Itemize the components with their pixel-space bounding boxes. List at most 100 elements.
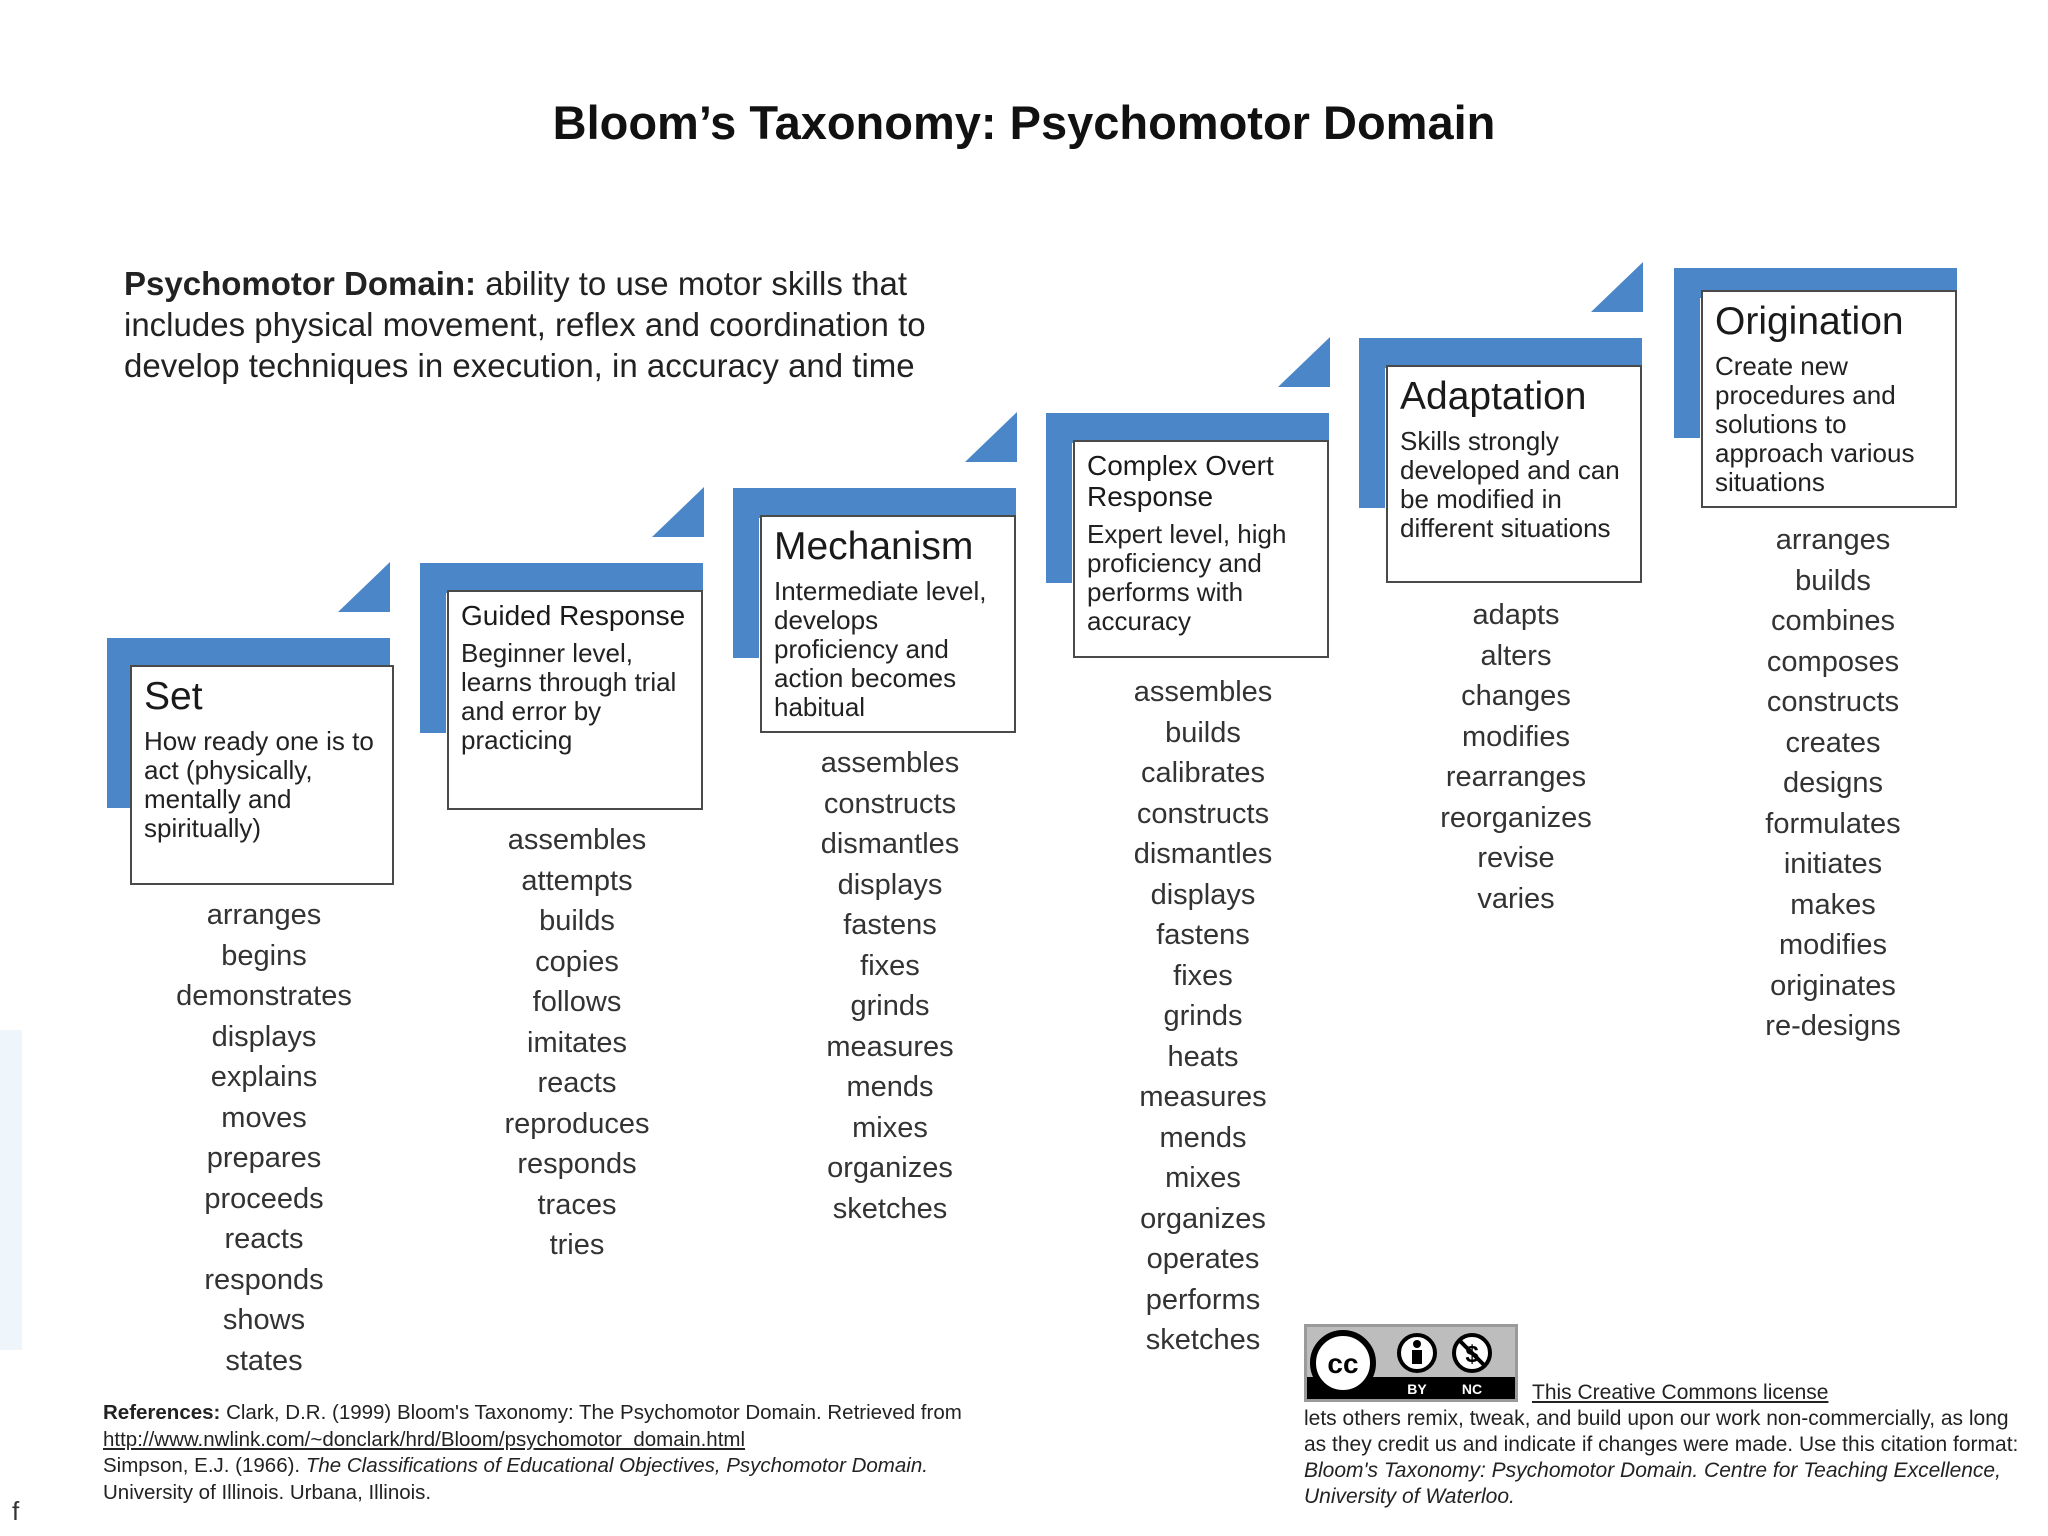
guided-response-bar-top [420, 563, 703, 593]
reference-simpson-title: The Classifications of Educational Objec… [305, 1454, 928, 1477]
complex-overt-response-bar-left [1046, 413, 1072, 583]
complex-overt-response-box: Complex Overt Response Expert level, hig… [1073, 440, 1329, 658]
license-link[interactable]: This Creative Commons license [1532, 1381, 1829, 1404]
verb: moves [221, 1101, 307, 1134]
verb: fixes [860, 949, 920, 982]
references-label: References: [103, 1401, 221, 1424]
complex-overt-response-description: Expert level, high proficiency and perfo… [1087, 519, 1287, 636]
mechanism-box: Mechanism Intermediate level, develops p… [760, 515, 1016, 733]
left-edge-strip [0, 1030, 22, 1350]
set-arrow [338, 562, 390, 612]
guided-response-bar-left [420, 563, 446, 733]
reference-clark: References: Clark, D.R. (1999) Bloom's T… [103, 1400, 1273, 1427]
verb: responds [517, 1148, 637, 1180]
adaptation-bar-top [1359, 338, 1642, 368]
verb: fixes [1173, 959, 1233, 992]
verb: calibrates [1140, 757, 1266, 789]
verb: modifies [1462, 720, 1570, 753]
verb: dismantles [1133, 838, 1273, 870]
origination-name: Origination [1715, 300, 1904, 343]
reference-clark-text: Clark, D.R. (1999) Bloom's Taxonomy: The… [220, 1401, 962, 1424]
guided-response-description: Beginner level, learns through trial and… [461, 638, 677, 755]
origination-box: Origination Create new procedures and so… [1701, 290, 1957, 508]
verb: fastens [1156, 919, 1250, 951]
verb: re-designs [1765, 1010, 1901, 1042]
references: References: Clark, D.R. (1999) Bloom's T… [103, 1400, 1273, 1506]
verb: mends [846, 1071, 934, 1103]
adaptation-verbs: adapts alters changes modifies rearrange… [1397, 595, 1635, 919]
verb: displays [211, 1020, 317, 1053]
verb: prepares [206, 1142, 322, 1174]
verb: states [225, 1344, 303, 1377]
license-text: This Creative Commons license lets other… [1304, 1380, 2034, 1510]
verb: demonstrates [176, 980, 352, 1012]
verb: revise [1477, 842, 1555, 874]
verb: displays [1150, 878, 1256, 911]
verb: reacts [537, 1067, 617, 1099]
verb: mends [1159, 1121, 1247, 1154]
verb: adapts [1472, 599, 1560, 631]
verb: begins [221, 939, 307, 972]
complex-overt-response-arrow [1278, 337, 1330, 387]
verb: reproduces [504, 1107, 650, 1140]
verb: makes [1790, 888, 1876, 921]
set-box: Set How ready one is to act (physically,… [130, 665, 394, 885]
verb: copies [535, 945, 619, 978]
verb: organizes [1140, 1202, 1266, 1235]
adaptation-box: Adaptation Skills strongly developed and… [1386, 365, 1642, 583]
creative-commons-badge: cc $ BY NC [1304, 1324, 1518, 1402]
verb: measures [826, 1030, 954, 1063]
verb: builds [1165, 716, 1241, 749]
svg-text:cc: cc [1327, 1348, 1358, 1379]
set-bar-left [107, 638, 133, 808]
adaptation-arrow [1591, 262, 1643, 312]
verb: fastens [843, 909, 937, 941]
verb: modifies [1779, 929, 1887, 961]
adaptation-name: Adaptation [1400, 375, 1587, 418]
origination-description: Create new procedures and solutions to a… [1715, 351, 1915, 497]
mechanism-bar-top [733, 488, 1016, 518]
reference-url-link[interactable]: http://www.nwlink.com/~donclark/hrd/Bloo… [103, 1427, 746, 1451]
reference-simpson-author: Simpson, E.J. (1966). [103, 1454, 306, 1477]
svg-text:BY: BY [1407, 1381, 1427, 1397]
verb: combines [1770, 605, 1896, 637]
verb: displays [837, 868, 943, 901]
verb: formulates [1765, 807, 1901, 840]
set-name: Set [144, 675, 203, 718]
set-description: How ready one is to act (physically, men… [144, 726, 374, 843]
mechanism-description: Intermediate level, develops proficiency… [774, 576, 987, 722]
stray-character: f [12, 1496, 20, 1526]
verb: assembles [820, 747, 960, 779]
verb: constructs [823, 787, 957, 820]
license-body: lets others remix, tweak, and build upon… [1304, 1407, 2019, 1456]
intro-paragraph: Psychomotor Domain: ability to use motor… [124, 263, 1024, 386]
verb: sketches [1145, 1324, 1261, 1356]
verb: originates [1770, 969, 1896, 1002]
verb: tries [549, 1229, 605, 1261]
verb: arranges [206, 899, 322, 931]
svg-text:NC: NC [1462, 1381, 1482, 1397]
guided-response-box: Guided Response Beginner level, learns t… [447, 590, 703, 810]
verb: designs [1783, 767, 1883, 799]
verb: assembles [1133, 676, 1273, 708]
verb: constructs [1136, 797, 1270, 830]
verb: measures [1139, 1081, 1267, 1113]
reference-simpson: Simpson, E.J. (1966). The Classification… [103, 1453, 1273, 1480]
intro-label: Psychomotor Domain: [124, 265, 477, 302]
verb: performs [1145, 1283, 1261, 1316]
verb: grinds [850, 990, 930, 1022]
intro-text: ability to use motor skills that include… [124, 265, 926, 384]
verb: explains [210, 1061, 318, 1093]
set-bar-top [107, 638, 390, 668]
verb: changes [1461, 680, 1571, 712]
verb: reacts [224, 1223, 304, 1255]
complex-overt-response-bar-top [1046, 413, 1329, 443]
guided-response-verbs: assembles attempts builds copies follows… [458, 820, 696, 1266]
mechanism-verbs: assembles constructs dismantles displays… [771, 743, 1009, 1229]
verb: sketches [832, 1192, 948, 1225]
set-verbs: arranges begins demonstrates displays ex… [145, 895, 383, 1381]
page-title: Bloom’s Taxonomy: Psychomotor Domain [552, 96, 1496, 149]
verb: follows [532, 986, 622, 1018]
verb: organizes [827, 1152, 953, 1184]
verb: shows [222, 1304, 306, 1336]
